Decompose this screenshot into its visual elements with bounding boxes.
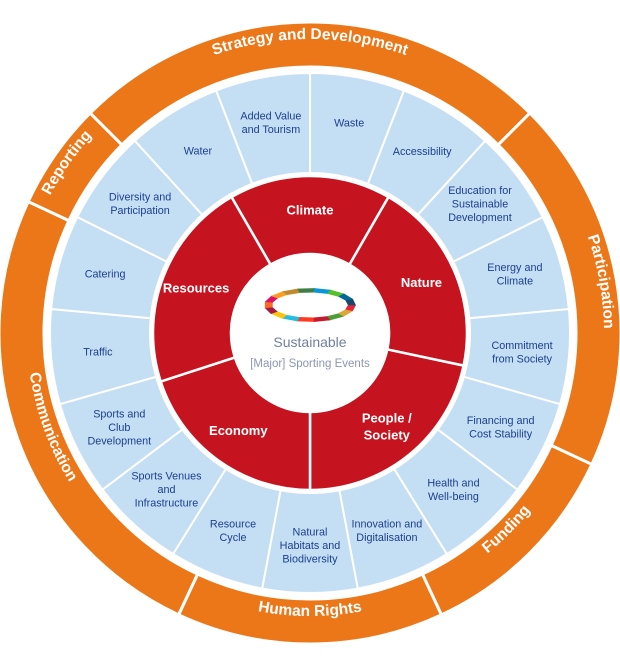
inner-label-people-society: People / Society (362, 411, 412, 443)
inner-label-economy: Economy (209, 423, 268, 438)
logo-segment (313, 288, 332, 294)
logo-segment (270, 311, 288, 319)
middle-label-water-line: Water (184, 146, 213, 158)
logo-segment (326, 289, 345, 297)
logo-segment (337, 309, 353, 317)
middle-label-energy-and-climate-line: Energy and (487, 262, 542, 274)
middle-label-waste: Waste (334, 117, 364, 129)
middle-label-water: Water (184, 146, 213, 158)
inner-label-resources: Resources (163, 281, 229, 296)
middle-label-sports-venues-and-infrastructure-line: and (157, 484, 175, 496)
middle-label-accessibility: Accessibility (393, 146, 452, 158)
inner-label-people-society-line: Society (364, 428, 411, 443)
middle-label-diversity-and-participation-line: Participation (110, 205, 169, 217)
middle-label-added-value-and-tourism-line: and Tourism (242, 124, 301, 136)
outer-label-path: Human Rights (257, 598, 363, 620)
logo-segment (297, 288, 316, 293)
middle-label-commitment-from-society-line: Commitment (491, 340, 552, 352)
middle-label-education-for-sustainable-development-line: Sustainable (452, 199, 508, 211)
middle-label-natural-habitats-and-biodiversity-line: Biodiversity (282, 553, 338, 565)
logo-segment (264, 307, 278, 314)
logo-segment (282, 288, 301, 295)
middle-label-diversity-and-participation-line: Diversity and (109, 192, 171, 204)
center-title: Sustainable (273, 334, 346, 350)
middle-label-traffic: Traffic (83, 346, 113, 358)
middle-label-financing-and-cost-stability-line: Financing and (467, 415, 535, 427)
middle-label-sports-venues-and-infrastructure-line: Infrastructure (135, 498, 199, 510)
middle-label-health-and-well-being-line: Well-being (428, 491, 479, 503)
logo-segment (345, 298, 356, 306)
center-subtitle: [Major] Sporting Events (250, 358, 370, 370)
middle-label-natural-habitats-and-biodiversity-line: Natural (293, 526, 328, 538)
outer-segment-reporting (26, 110, 125, 223)
inner-label-nature-line: Nature (401, 275, 442, 290)
logo-segment (326, 313, 344, 321)
middle-label-education-for-sustainable-development-line: Development (448, 212, 512, 224)
logo-segment (296, 317, 315, 322)
middle-label-resource-cycle-line: Resource (210, 519, 256, 531)
logo-segment (312, 316, 331, 322)
logo-segment (281, 314, 300, 322)
inner-label-climate-line: Climate (287, 202, 334, 217)
middle-label-sports-and-club-development-line: Club (108, 422, 130, 434)
middle-label-traffic-line: Traffic (83, 346, 113, 358)
center-disc: Sustainable [Major] Sporting Events (230, 253, 390, 413)
colorful-stadium-ring-icon (264, 288, 356, 322)
logo-segment (270, 291, 288, 299)
middle-label-innovation-and-digitalisation-line: Digitalisation (356, 532, 417, 544)
inner-label-resources-line: Resources (163, 281, 229, 296)
middle-label-sports-and-club-development-line: Sports and (93, 408, 145, 420)
inner-label-nature: Nature (401, 275, 442, 290)
middle-label-commitment-from-society-line: from Society (492, 353, 553, 365)
middle-label-catering: Catering (85, 269, 126, 281)
outer-label-human-rights: Human Rights (257, 598, 363, 620)
middle-label-resource-cycle-line: Cycle (220, 532, 247, 544)
middle-label-natural-habitats-and-biodiversity-line: Habitats and (280, 540, 341, 552)
middle-label-sports-venues-and-infrastructure-line: Sports Venues (131, 471, 202, 483)
middle-label-financing-and-cost-stability-line: Cost Stability (469, 429, 533, 441)
inner-label-economy-line: Economy (209, 423, 268, 438)
inner-label-people-society-line: People / (362, 411, 412, 426)
middle-label-education-for-sustainable-development-line: Education for (448, 185, 512, 197)
middle-label-accessibility-line: Accessibility (393, 146, 452, 158)
middle-label-catering-line: Catering (85, 269, 126, 281)
logo-segment (338, 293, 354, 301)
logo-segment (264, 295, 279, 303)
logo-segment (264, 301, 273, 309)
center-circle (230, 253, 390, 413)
middle-label-innovation-and-digitalisation-line: Innovation and (351, 519, 422, 531)
logo-segment (345, 305, 356, 312)
middle-label-sports-and-club-development-line: Development (87, 435, 151, 447)
middle-label-added-value-and-tourism-line: Added Value (240, 111, 301, 123)
middle-label-waste-line: Waste (334, 117, 364, 129)
middle-label-energy-and-climate-line: Climate (497, 275, 534, 287)
inner-label-climate: Climate (287, 202, 334, 217)
middle-label-health-and-well-being-line: Health and (427, 478, 479, 490)
